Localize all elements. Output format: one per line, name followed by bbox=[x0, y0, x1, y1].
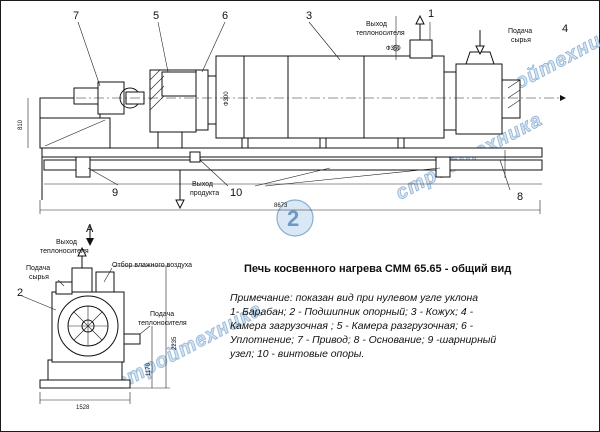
hinge-assembly bbox=[75, 156, 91, 178]
screw-support-right bbox=[435, 156, 451, 178]
callout-8: 8 bbox=[517, 191, 523, 203]
feed-arrow-icon bbox=[475, 45, 485, 56]
callout-3: 3 bbox=[306, 10, 312, 22]
view-a-arrow-icon bbox=[86, 238, 94, 246]
callout-10: 10 bbox=[230, 187, 242, 199]
front-view bbox=[21, 224, 170, 404]
callout-leaders bbox=[77, 21, 511, 191]
bearing-hatching bbox=[149, 69, 521, 111]
casing-leg-1 bbox=[241, 137, 249, 149]
heat-out-top-label-1: Выход bbox=[366, 21, 387, 28]
drive-motor bbox=[73, 87, 99, 105]
discharge-chamber-cap bbox=[161, 71, 199, 97]
callout-2: 2 bbox=[17, 287, 23, 299]
front-stand bbox=[47, 359, 123, 381]
callout-5: 5 bbox=[153, 10, 159, 22]
note-line-2: Камера загрузочная ; 5 - Камера разгрузо… bbox=[230, 321, 474, 332]
discharge-outlet bbox=[157, 131, 183, 149]
dim-front-total-value: 2235 bbox=[172, 336, 178, 350]
screw-support-left bbox=[189, 151, 201, 163]
dim-front-axis-value: 1170 bbox=[146, 362, 152, 376]
dim-drum-dia-value: Ф300 bbox=[224, 91, 230, 106]
feed-top-label-2: сырья bbox=[511, 37, 531, 44]
heat-outlet-stack bbox=[409, 39, 433, 59]
front-heat-out-arrow-icon bbox=[77, 246, 87, 257]
front-feed-label-2: сырья bbox=[29, 274, 49, 281]
note-line-4: узел; 10 - винтовые опоры. bbox=[230, 349, 365, 360]
casing-leg-2 bbox=[319, 137, 327, 149]
heat-out-arrow-icon bbox=[415, 14, 425, 25]
watermark-logo-icon bbox=[276, 199, 314, 237]
dim-front-width-value: 1528 bbox=[76, 405, 90, 411]
dim-height-value: 810 bbox=[18, 119, 24, 130]
side-view bbox=[27, 14, 566, 214]
base-frame-top bbox=[41, 147, 543, 158]
front-heat-in-label-1: Подача bbox=[150, 311, 174, 318]
front-base bbox=[39, 379, 131, 389]
callout-7: 7 bbox=[73, 10, 79, 22]
callout-9: 9 bbox=[112, 187, 118, 199]
moist-air-label: Отбор влажного воздуха bbox=[112, 261, 192, 269]
front-heat-out-label-2: теплоносителя bbox=[40, 248, 89, 255]
front-feed-label-1: Подача bbox=[26, 265, 50, 272]
note-line-1: 1- Барабан; 2 - Подшипник опорный; 3 - К… bbox=[230, 307, 474, 318]
view-a-label: A bbox=[86, 223, 94, 235]
drawing-note: Примечание: показан вид при нулевом угле… bbox=[230, 292, 590, 362]
front-heat-in-label-2: теплоносителя bbox=[138, 320, 187, 327]
feed-top-label-1: Подача bbox=[508, 28, 532, 35]
note-line-3: Уплотнение; 7 - Привод; 8 - Основание; 9… bbox=[230, 335, 497, 346]
dim-flange-dia-value: Ф360 bbox=[386, 46, 401, 52]
seal-left bbox=[195, 69, 209, 131]
front-feed-duct bbox=[95, 271, 115, 293]
note-heading: Примечание: показан вид при нулевом угле… bbox=[230, 293, 479, 304]
feed-hopper bbox=[465, 51, 495, 65]
bearing-right bbox=[501, 79, 521, 119]
callout-4: 4 bbox=[562, 23, 568, 35]
seal-right bbox=[443, 71, 457, 131]
front-heat-out-label-1: Выход bbox=[56, 239, 77, 246]
drive-stand-brace bbox=[44, 119, 106, 147]
casing-leg-3 bbox=[397, 137, 405, 149]
front-drum-spokes bbox=[68, 306, 108, 346]
dim-length-value: 8673 bbox=[274, 203, 288, 209]
front-leaders bbox=[21, 267, 151, 335]
front-heat-out-duct bbox=[71, 267, 93, 293]
drawing-title: Печь косвенного нагрева СММ 65.65 - общи… bbox=[244, 263, 512, 275]
flange-dia-marker bbox=[392, 44, 400, 52]
product-out-label-1: Выход bbox=[192, 181, 213, 188]
casing bbox=[215, 55, 445, 139]
product-out-arrow-icon bbox=[175, 199, 185, 210]
watermark-logo-glyph: 2 bbox=[287, 206, 299, 231]
base-beam bbox=[43, 159, 543, 171]
callout-6: 6 bbox=[222, 10, 228, 22]
callout-1: 1 bbox=[428, 8, 434, 20]
front-drum-outer bbox=[57, 295, 119, 357]
product-out-label-2: продукта bbox=[190, 190, 219, 197]
front-heat-in-nozzle bbox=[123, 333, 141, 345]
front-feed-chute bbox=[55, 281, 73, 295]
axis-arrow-icon bbox=[560, 95, 566, 101]
heat-out-top-label-2: теплоносителя bbox=[356, 30, 405, 37]
loading-chamber bbox=[455, 63, 503, 135]
